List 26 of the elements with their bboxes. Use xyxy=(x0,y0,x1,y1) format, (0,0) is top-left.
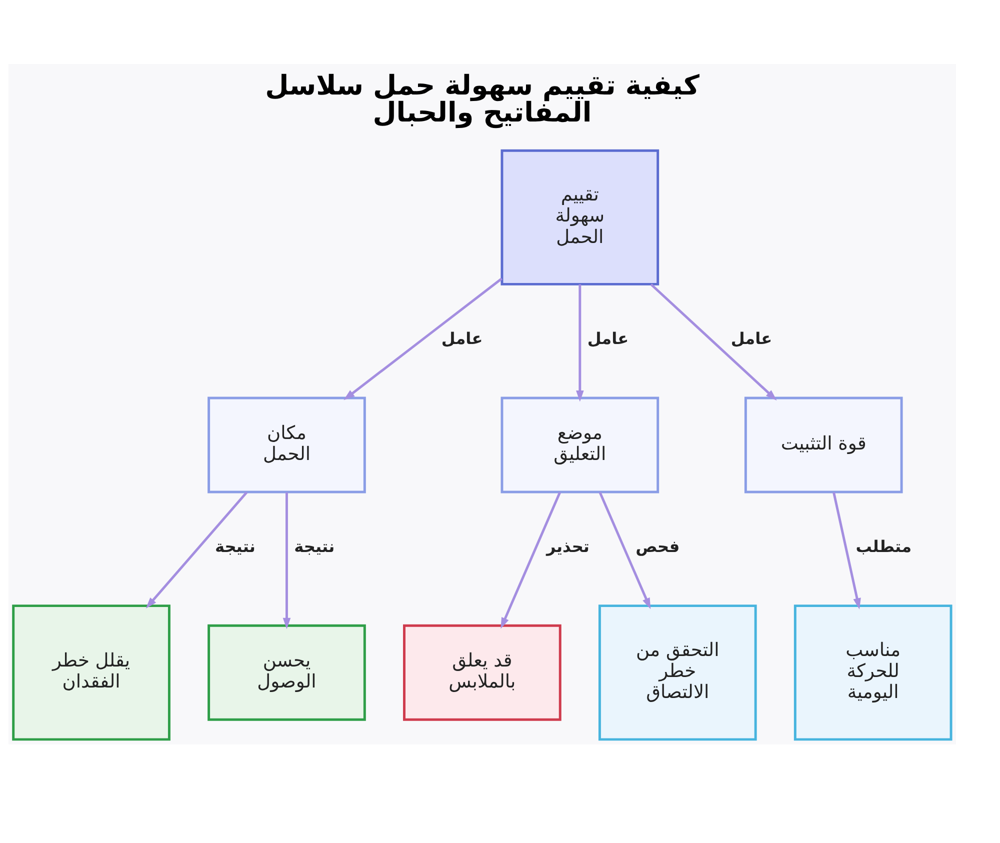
edge-label: فحص xyxy=(636,536,680,556)
edge-label: عامل xyxy=(730,328,772,348)
node-box: قد يعلق بالملابس xyxy=(403,624,562,720)
arrow xyxy=(576,284,584,402)
arrow xyxy=(282,492,291,629)
node-box: تقييم سهولة الحمل xyxy=(500,148,660,285)
edge-label: متطلب xyxy=(856,536,912,556)
node-box: موضع التعليق xyxy=(500,396,660,493)
edge-label: نتيجة xyxy=(214,536,256,556)
node-box: التحقق من خطر الالتصاق xyxy=(598,604,757,740)
node-box: قوة التثبيت xyxy=(744,396,903,493)
node-box: يحسن الوصول xyxy=(208,624,366,720)
arrow xyxy=(832,492,861,609)
arrow xyxy=(146,491,248,608)
node-box: يقلل خطر الفقدان xyxy=(12,604,170,740)
edge-label: عامل xyxy=(441,328,483,348)
arrow xyxy=(344,277,502,400)
diagram-title: كيفية تقييم سهولة حمل سلاسل المفاتيح والحبال xyxy=(265,70,700,128)
arrow xyxy=(598,491,651,609)
edge-label: تحذير xyxy=(546,536,590,556)
node-box: مكان الحمل xyxy=(208,396,366,493)
arrow xyxy=(650,282,777,400)
node-box: مناسب للحركة اليومية xyxy=(794,604,952,740)
arrow xyxy=(500,491,562,628)
edge-label: نتيجة xyxy=(294,536,335,556)
edge-label: عامل xyxy=(587,328,629,348)
